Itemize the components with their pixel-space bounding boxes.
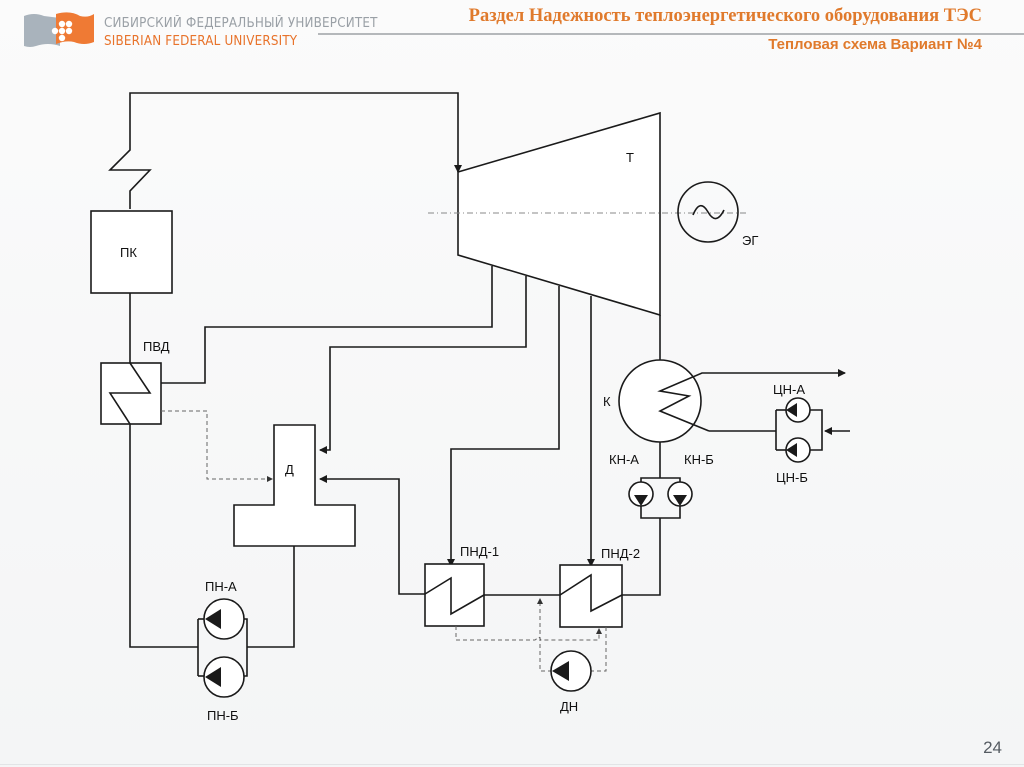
pump-triangle-icon (786, 443, 797, 457)
university-logo: СИБИРСКИЙ ФЕДЕРАЛЬНЫЙ УНИВЕРСИТЕТ SIBERI… (22, 10, 377, 50)
condensate-pumps-suction-header (640, 477, 681, 483)
extraction-2-line (319, 276, 527, 454)
lp1-to-deaerator-line (319, 475, 425, 595)
generator-circle (677, 181, 739, 243)
circ-pump-b: ЦН-Б (776, 437, 811, 485)
lp1-drain-line (455, 626, 602, 641)
hp-heater-drain-line (161, 410, 273, 482)
circ-pumps-right-header (810, 409, 823, 451)
condenser-k: К (603, 359, 718, 443)
pump-triangle-icon (205, 667, 221, 687)
turbine-label: Т (626, 150, 634, 165)
hp-heater: ПВД (100, 339, 170, 425)
drain-pump-label: ДН (560, 699, 578, 714)
circ-pump-a-label: ЦН-А (773, 382, 805, 397)
footer-divider (0, 764, 1024, 765)
university-name-en: SIBERIAN FEDERAL UNIVERSITY (104, 34, 298, 49)
feed-pump-b: ПН-Б (203, 656, 245, 723)
condensate-pump-a-label: КН-А (609, 452, 639, 467)
pump-triangle-icon (673, 495, 687, 506)
university-name-ru: СИБИРСКИЙ ФЕДЕРАЛЬНЫЙ УНИВЕРСИТЕТ (104, 16, 378, 31)
feed-pump-b-label: ПН-Б (207, 708, 239, 723)
boiler-label: ПК (120, 245, 137, 260)
deaerator-d: Д (233, 424, 356, 547)
live-steam-line (108, 92, 462, 209)
pump-triangle-icon (786, 403, 797, 417)
condensate-pump-b: КН-Б (667, 452, 714, 507)
condensate-pumps-discharge-header (640, 506, 681, 519)
slide-subtitle: Тепловая схема Вариант №4 (768, 36, 982, 53)
lp-heater-2-label: ПНД-2 (601, 546, 640, 561)
feed-pump-a: ПН-А (203, 579, 245, 640)
deaerator-outlet-line (247, 546, 295, 648)
pump-triangle-icon (205, 609, 221, 629)
circ-pump-b-label: ЦН-Б (776, 470, 808, 485)
generator-eg: ЭГ (677, 181, 758, 248)
deaerator-label: Д (285, 462, 294, 477)
drain-pump-discharge-line (537, 598, 552, 672)
lp2-drain-line (590, 627, 607, 672)
ac-wave-icon (692, 204, 725, 220)
drain-pump: ДН (550, 650, 592, 714)
pump-triangle-icon (634, 495, 648, 506)
extraction-3-line (447, 286, 560, 567)
extraction-1-line (161, 266, 493, 384)
condensate-pump-a: КН-А (609, 452, 654, 507)
condensate-pump-b-label: КН-Б (684, 452, 714, 467)
page-number: 24 (983, 738, 1002, 757)
lp-heater-2: ПНД-2 (559, 546, 640, 628)
section-title: Раздел Надежность теплоэнергетического о… (468, 6, 982, 26)
boiler-pk: ПК (90, 210, 173, 294)
feed-water-line (129, 424, 198, 648)
feed-pump-a-label: ПН-А (205, 579, 237, 594)
logo-emblem-icon (24, 12, 94, 47)
lp-heater-1: ПНД-1 (424, 544, 499, 627)
condenser-label: К (603, 394, 611, 409)
condensate-to-lp2-line (622, 518, 661, 596)
hp-heater-label: ПВД (143, 339, 170, 354)
condenser-coil (657, 372, 718, 432)
lp-heater-1-label: ПНД-1 (460, 544, 499, 559)
pump-triangle-icon (552, 661, 569, 681)
turbine-t: Т (457, 111, 661, 317)
circ-pump-a: ЦН-А (773, 382, 811, 423)
generator-label: ЭГ (742, 233, 758, 248)
header-divider (318, 33, 1024, 35)
